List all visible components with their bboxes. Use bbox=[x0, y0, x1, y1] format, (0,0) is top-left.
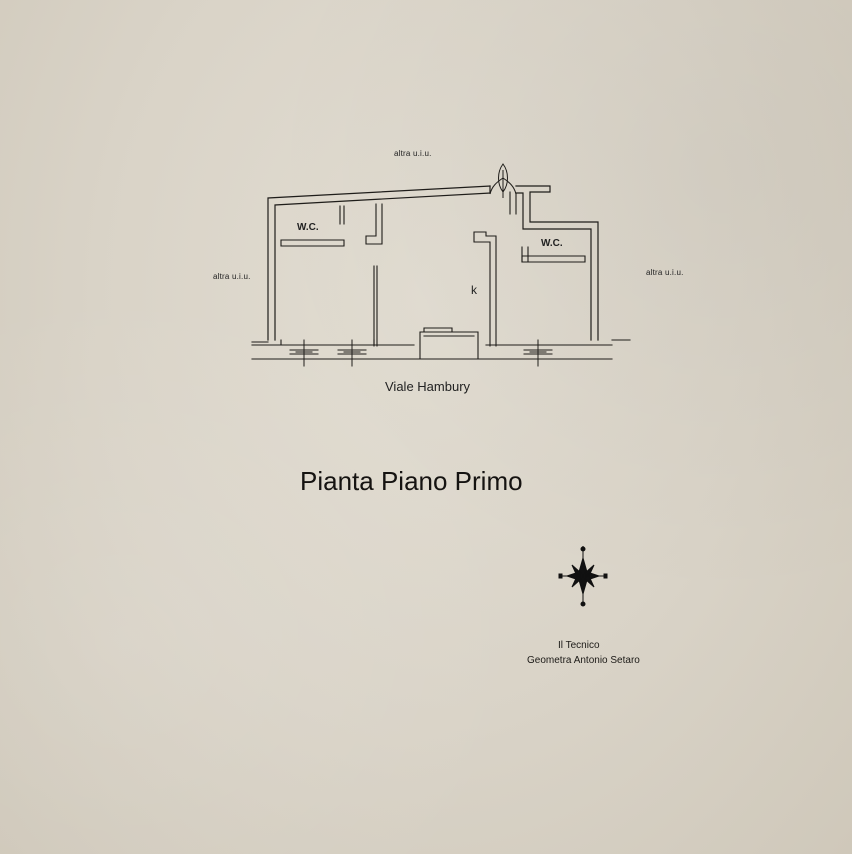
interior-walls bbox=[280, 191, 586, 347]
label-adjacent-unit-right: altra u.i.u. bbox=[646, 268, 684, 277]
label-adjacent-unit-top: altra u.i.u. bbox=[394, 149, 432, 158]
label-wc-left: W.C. bbox=[297, 222, 319, 233]
window-left-2 bbox=[337, 339, 367, 367]
tree-icon bbox=[489, 163, 517, 198]
street-name: Viale Hambury bbox=[385, 379, 471, 394]
compass-rose-icon bbox=[558, 546, 608, 607]
signature-role: Il Tecnico bbox=[558, 640, 600, 651]
facade-wall bbox=[251, 327, 631, 360]
window-left-1 bbox=[289, 339, 319, 367]
label-kitchen: k bbox=[471, 283, 477, 297]
drawing-title: Pianta Piano Primo bbox=[300, 466, 523, 496]
window-right bbox=[523, 339, 553, 367]
label-adjacent-unit-left: altra u.i.u. bbox=[213, 272, 251, 281]
signature-name: Geometra Antonio Setaro bbox=[527, 655, 640, 666]
label-wc-right: W.C. bbox=[541, 238, 563, 249]
outer-wall bbox=[267, 185, 599, 341]
